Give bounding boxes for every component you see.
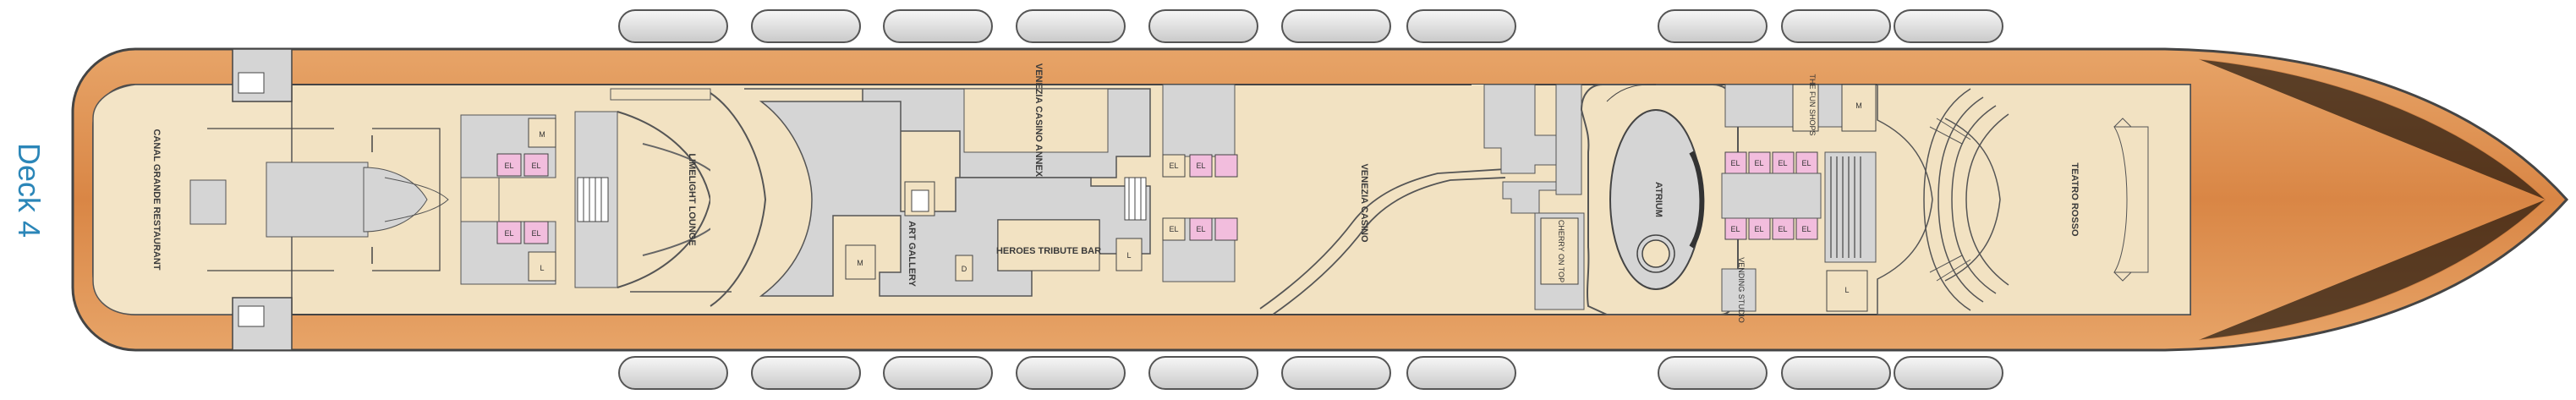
elevators-aft bbox=[496, 153, 549, 244]
marker-el-11: EL bbox=[1778, 159, 1787, 167]
marker-el-8: EL bbox=[1196, 225, 1205, 233]
venue-teatro: TEATRO ROSSO bbox=[2069, 162, 2080, 237]
venue-heroes: HEROES TRIBUTE BAR bbox=[996, 246, 1101, 256]
marker-el-5: EL bbox=[1169, 162, 1178, 170]
marker-ladies-mid: L bbox=[1126, 251, 1131, 260]
venue-fun-shops: THE FUN SHOPS bbox=[1808, 74, 1817, 135]
marker-el-16: EL bbox=[1801, 225, 1811, 233]
marker-el-15: EL bbox=[1778, 225, 1787, 233]
venue-vending: VENDING STUDIO bbox=[1737, 257, 1746, 323]
marker-el-10: EL bbox=[1754, 159, 1763, 167]
venue-atrium: ATRIUM bbox=[1653, 182, 1663, 217]
marker-el-1: EL bbox=[504, 162, 513, 170]
marker-el-7: EL bbox=[1169, 225, 1178, 233]
marker-ladies-fwd: L bbox=[1844, 286, 1849, 294]
stairs-aft bbox=[232, 48, 293, 351]
marker-el-12: EL bbox=[1801, 159, 1811, 167]
marker-men-fwd: M bbox=[1855, 101, 1862, 110]
lifeboats-bottom bbox=[618, 356, 2003, 390]
marker-d: D bbox=[962, 265, 967, 273]
venue-cherry: CHERRY ON TOP bbox=[1557, 220, 1565, 282]
venue-limelight: LIMELIGHT LOUNGE bbox=[687, 153, 697, 245]
marker-el-6: EL bbox=[1196, 162, 1205, 170]
venue-art-gallery: ART GALLERY bbox=[907, 221, 917, 287]
venue-venezia-casino: VENEZIA CASINO bbox=[1359, 163, 1369, 243]
venue-venezia-annex: VENEZIA CASINO ANNEX bbox=[1033, 63, 1044, 178]
marker-el-2: EL bbox=[531, 162, 540, 170]
marker-el-4: EL bbox=[531, 229, 540, 238]
marker-el-14: EL bbox=[1754, 225, 1763, 233]
marker-el-9: EL bbox=[1730, 159, 1740, 167]
marker-men-mid: M bbox=[857, 259, 863, 267]
elevators-mid bbox=[1189, 154, 1238, 241]
marker-el-13: EL bbox=[1730, 225, 1740, 233]
marker-men-aft: M bbox=[539, 130, 545, 139]
lifeboats-top bbox=[618, 9, 2003, 43]
venue-canal-grande: CANAL GRANDE RESTAURANT bbox=[151, 129, 162, 270]
marker-el-3: EL bbox=[504, 229, 513, 238]
marker-ladies-aft: L bbox=[540, 264, 544, 272]
